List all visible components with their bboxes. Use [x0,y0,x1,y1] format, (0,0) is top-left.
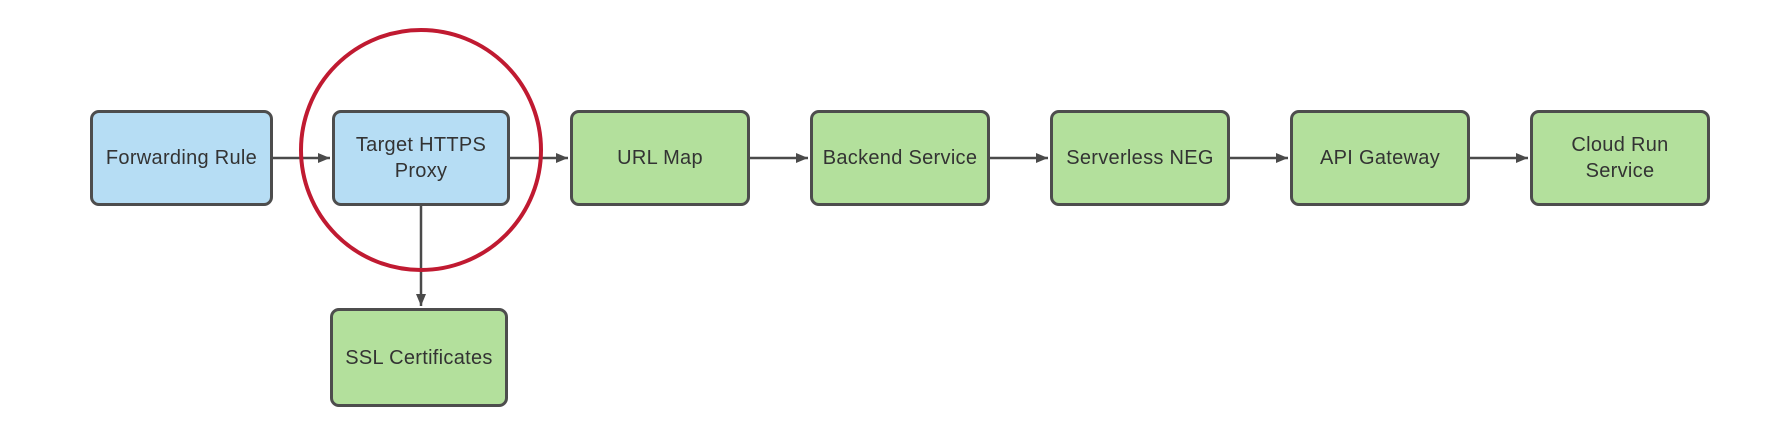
node-backend-service: Backend Service [810,110,990,206]
node-api-gateway: API Gateway [1290,110,1470,206]
node-label: Target HTTPS Proxy [355,134,487,182]
node-label: SSL Certificates [345,346,493,369]
node-ssl-certificates: SSL Certificates [330,308,508,407]
node-url-map: URL Map [570,110,750,206]
node-forwarding-rule: Forwarding Rule [90,110,273,206]
node-cloud-run-service: Cloud Run Service [1530,110,1710,206]
node-label: Forwarding Rule [105,147,258,169]
node-label: Backend Service [822,147,978,169]
node-target-https-proxy: Target HTTPS Proxy [332,110,510,206]
node-label: URL Map [617,147,703,169]
node-serverless-neg: Serverless NEG [1050,110,1230,206]
node-label: API Gateway [1319,147,1441,169]
node-label: Cloud Run Service [1571,134,1669,182]
node-label: Serverless NEG [1066,147,1214,169]
